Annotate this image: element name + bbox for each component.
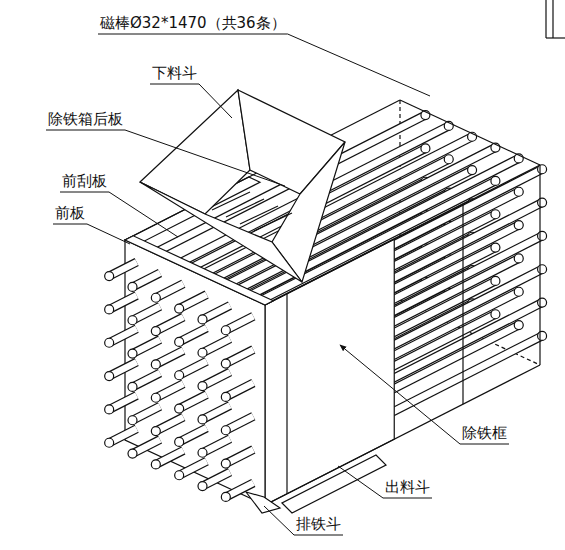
machine	[105, 0, 565, 513]
leader-line	[288, 34, 430, 96]
label-shelf	[460, 444, 509, 445]
rod-end	[444, 155, 453, 164]
leader-line	[340, 345, 460, 444]
rod-end	[491, 210, 500, 219]
rod-end	[151, 427, 160, 436]
rod-end	[128, 316, 137, 325]
part-label: 前刮板	[62, 172, 107, 190]
rod-hint	[240, 206, 278, 224]
rod-end	[128, 416, 137, 425]
part-label: 除铁框	[462, 424, 507, 442]
frame-edge	[462, 204, 463, 404]
rod-end	[105, 338, 114, 347]
label-shelf	[46, 130, 125, 131]
rod-end	[128, 449, 137, 458]
rod-end	[175, 371, 184, 380]
rod-end	[105, 372, 114, 381]
iron-discharge-hopper	[246, 492, 280, 513]
part-label: 磁棒Ø32*1470（共36条）	[100, 14, 286, 32]
rod-end	[514, 187, 523, 196]
rod-end	[151, 460, 160, 469]
rod-hint	[254, 213, 292, 231]
frame-edge	[539, 165, 540, 365]
rod-end	[151, 293, 160, 302]
rod-end	[151, 360, 160, 369]
rod-end	[221, 492, 230, 501]
rod-end	[175, 437, 184, 446]
rod-end	[491, 310, 500, 319]
rod-end	[221, 326, 230, 335]
part-label: 前板	[55, 204, 85, 222]
rod-end	[198, 448, 207, 457]
outlet-hopper	[282, 455, 386, 513]
rod-end	[198, 415, 207, 424]
rod-end	[105, 438, 114, 447]
rod-end	[175, 404, 184, 413]
part-label: 排铁斗	[296, 515, 341, 533]
label-shelf	[53, 224, 87, 225]
rod-end	[175, 337, 184, 346]
rod-end	[198, 482, 207, 491]
frame-edge	[265, 365, 540, 505]
rod-end	[538, 265, 547, 274]
rod-end	[468, 166, 477, 175]
part-label: 下料斗	[152, 64, 197, 82]
leader-line	[87, 224, 130, 244]
rod-hint	[212, 192, 250, 210]
leader-line	[109, 192, 178, 237]
rod-end	[538, 298, 547, 307]
leaders	[46, 34, 509, 535]
page-border	[546, 37, 565, 38]
rod-end	[491, 243, 500, 252]
rod-end	[198, 315, 207, 324]
rod-end	[128, 282, 137, 291]
label-shelf	[150, 84, 199, 85]
feed-hopper-face	[140, 182, 302, 282]
rod-end	[175, 304, 184, 313]
rod-end	[491, 176, 500, 185]
rod-end	[514, 221, 523, 230]
rod-end	[538, 198, 547, 207]
page-border	[552, 0, 553, 38]
rod-end	[421, 144, 430, 153]
leader-line	[338, 466, 383, 498]
rod-end	[105, 405, 114, 414]
label-shelf	[294, 535, 343, 536]
rod-end	[538, 231, 547, 240]
feed-hopper-face	[140, 90, 250, 214]
part-label: 出料斗	[385, 478, 430, 496]
rod-end	[491, 276, 500, 285]
panel-edge	[286, 294, 287, 494]
rod-end	[514, 287, 523, 296]
rod-end	[128, 382, 137, 391]
rod-end	[221, 426, 230, 435]
rod-end	[175, 471, 184, 480]
rod-end	[538, 331, 547, 340]
rod-end	[221, 459, 230, 468]
page-border	[545, 0, 546, 38]
rod-end	[151, 327, 160, 336]
leader-line	[264, 506, 294, 535]
rod-end	[198, 382, 207, 391]
rod-end	[514, 254, 523, 263]
rod-end	[128, 349, 137, 358]
part-label: 除铁箱后板	[48, 110, 123, 128]
rod-end	[105, 272, 114, 281]
rod-hint	[226, 199, 264, 217]
leader-line	[125, 130, 285, 186]
rod-end	[221, 392, 230, 401]
rod-end	[198, 348, 207, 357]
label-shelf	[383, 498, 432, 499]
leader-line	[199, 84, 232, 118]
front-plate	[125, 240, 265, 505]
rod-end	[221, 359, 230, 368]
frame-edge	[400, 100, 540, 165]
rod-end	[105, 305, 114, 314]
rod-end	[151, 393, 160, 402]
label-shelf	[60, 192, 109, 193]
label-shelf	[98, 34, 288, 35]
rod-end	[514, 321, 523, 330]
